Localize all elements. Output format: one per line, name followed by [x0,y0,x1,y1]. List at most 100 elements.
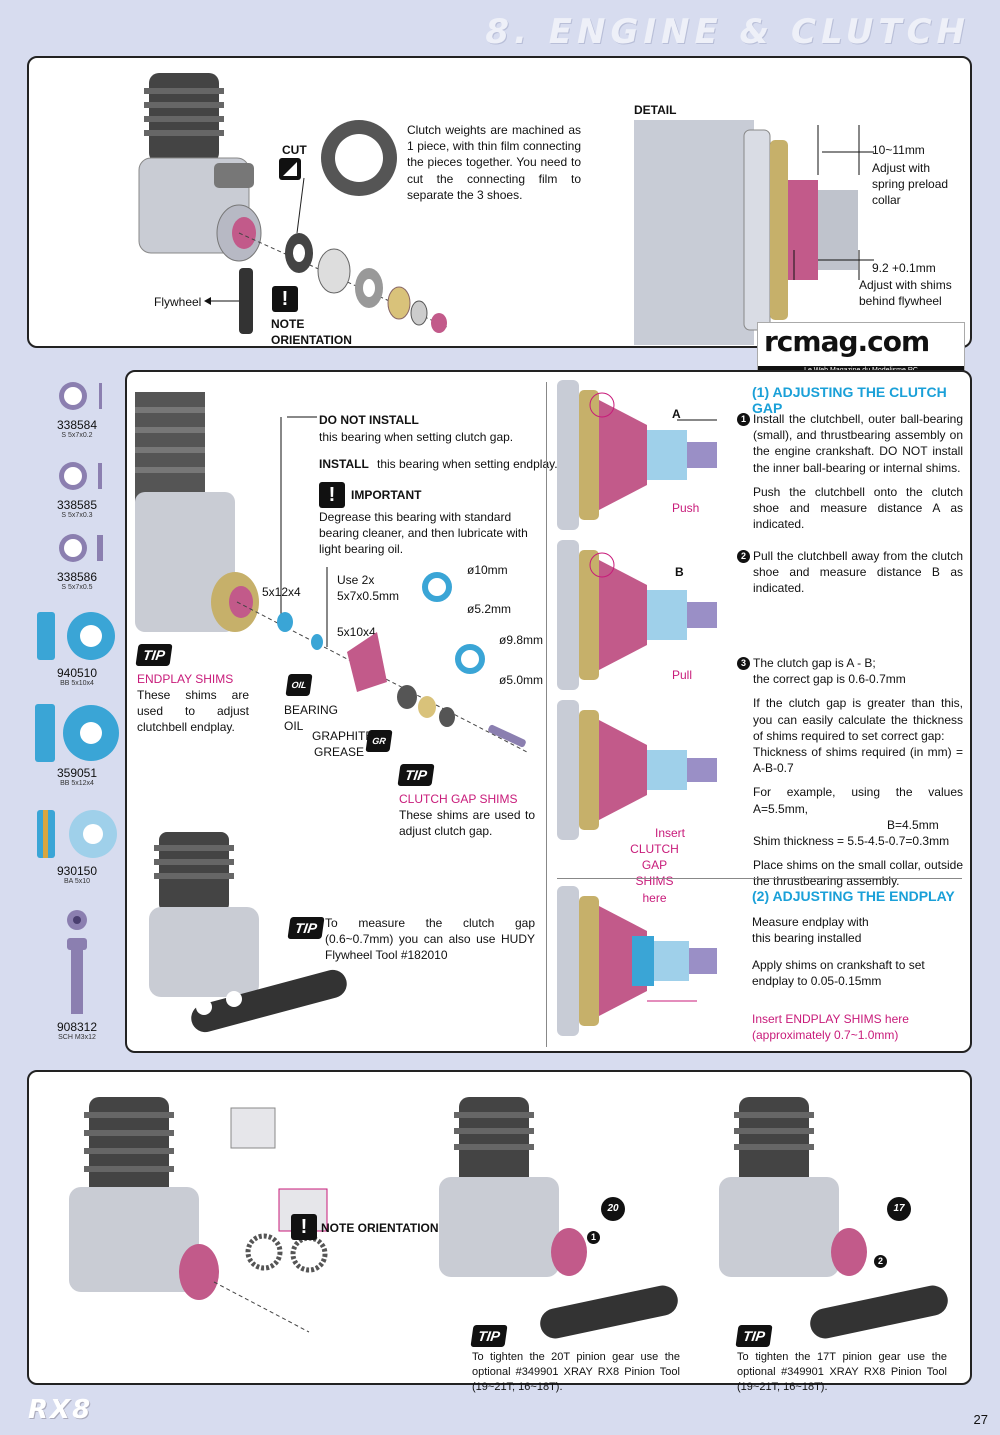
part-338586: 338586 S 5x7x0.5 [27,530,127,591]
engine-with-tool-illustration [149,832,347,1033]
step-3-number: 3 [737,657,750,670]
shim-icon [59,534,103,562]
endplay-shims-text: These shims are used to adjust clutchbel… [137,688,249,735]
do-not-install-label: DO NOT INSTALL [319,413,419,427]
bearing-diameter-10 [422,572,452,602]
insert-label: Insert [655,826,686,840]
thrust-bearing-icon [37,810,117,858]
important-icon: ! [319,482,345,508]
part-940510: 940510 BB 5x10x4 [27,608,127,687]
important-text: Degrease this bearing with standard bear… [319,510,528,557]
endplay-text-2: Apply shims on crankshaft to set endplay… [752,958,925,989]
parts-sidebar: 338584 S 5x7x0.2 338585 S 5x7x0.3 338586… [27,370,127,1050]
leader-lines [280,416,328,647]
gear-badge-17: 17 [887,1197,911,1221]
tip-17t-text: To tighten the 17T pinion gear use the o… [737,1351,947,1393]
step-2-marker: 2 [874,1255,887,1268]
tip-icon: TIP [397,764,435,786]
install-label: INSTALL [319,457,369,471]
cut-label: CUT [282,143,307,157]
bearing-icon [37,612,115,660]
label-b: B [675,565,684,579]
column-divider [546,382,547,1047]
size-5x10x4: 5x10x4 [337,625,376,639]
clutchbell-push-illustration [557,380,717,530]
step-1: 1 Install the clutchbell, outer ball-bea… [737,411,963,532]
label-a: A [672,407,681,421]
dim-d10: ø10mm [467,563,508,577]
flywheel-label: Flywheel [154,295,202,309]
detail-label: DETAIL [634,103,677,117]
part-338584: 338584 S 5x7x0.2 [27,378,127,439]
clutch-weights-note: Clutch weights are machined as 1 piece, … [407,123,581,202]
flywheel-illustration [239,268,253,334]
page-title: 8. ENGINE & CLUTCH [485,12,970,52]
tip-icon: TIP [470,1325,508,1347]
note-orientation-icon: ! [272,286,298,312]
part-930150: 930150 BA 5x10 [27,806,127,885]
hudy-tip-text: To measure the clutch gap (0.6~0.7mm) yo… [325,916,535,963]
dim-9-2-note: Adjust with shims behind flywheel [859,278,952,309]
section-pinion-gear: ! NOTE ORIENTATION 20 1 TIP To tighten t… [27,1070,972,1393]
oil-icon: OIL [285,674,313,696]
section-flywheel-clutch-shoes: CUT Clutch weights are machined as 1 pie… [27,56,972,348]
install-text: this bearing when setting endplay. [377,457,558,471]
clutch-gap-shims-label: CLUTCH GAP SHIMS [399,792,518,806]
tip-20t-text: To tighten the 20T pinion gear use the o… [472,1351,680,1393]
shim-icon [59,382,102,410]
clutchbell-exploded [236,601,528,753]
part-359051: 359051 BB 5x12x4 [27,700,127,787]
pull-label: Pull [672,668,693,682]
endplay-text-1: Measure endplay with this bearing instal… [752,915,869,946]
screw-icon [67,910,87,1014]
adj-endplay-title: (2) ADJUSTING THE ENDPLAY [752,888,955,904]
pinion-detail-illustration [230,1107,328,1273]
push-label: Push [672,501,700,515]
clutch-gap-shims-text: These shims are used to adjust clutch ga… [399,808,535,839]
endplay-illustration [557,886,717,1036]
adj-clutch-title: (1) ADJUSTING THE CLUTCH GAP [752,384,947,416]
part-338585: 338585 S 5x7x0.3 [27,458,127,519]
engine-20t-illustration [439,1097,678,1339]
dim-d50: ø5.0mm [499,673,544,687]
tip-icon: TIP [735,1325,773,1347]
step-3: 3 The clutch gap is A - B; the correct g… [737,655,963,889]
step-1-number: 1 [737,413,750,426]
clutchbell-pull-illustration [557,540,717,690]
bearing-diameter-98 [455,644,485,674]
endplay-shims-label: ENDPLAY SHIMS [137,672,234,686]
gear-badge-20: 20 [601,1197,625,1221]
clutchbell-shims-illustration [557,700,717,840]
graphite-grease-label: GRAPHITE GREASE [312,729,374,760]
bearing-icon [35,704,119,762]
clutch-shoes-exploded [238,120,450,333]
important-label: IMPORTANT [351,488,422,502]
dim-9-2: 9.2 +0.1mm [872,261,936,275]
bearing-oil-label: BEARING OIL [284,703,339,734]
section-clutch-gap: DO NOT INSTALL this bearing when setting… [125,370,972,1053]
step-1-marker: 1 [587,1231,600,1244]
note-orientation-icon: ! [291,1214,317,1240]
flywheel-arrow [204,297,244,305]
engine-illustration [138,73,262,262]
rx8-logo: RX8 [28,1395,93,1425]
part-908312: 908312 SCH M3x12 [27,910,127,1041]
insert-label-2: CLUTCH GAP SHIMS here [630,842,679,905]
page-number: 27 [973,1412,988,1427]
engine-illustration [135,392,259,632]
step-2: 2 Pull the clutchbell away from the clut… [737,548,963,597]
rcmag-watermark: rcmag.com Le Web Magazine du Modelisme R… [757,322,965,376]
size-5x12x4: 5x12x4 [262,585,301,599]
do-not-install-text: this bearing when setting clutch gap. [319,430,514,444]
cut-icon [279,158,301,180]
dim-10-11-note: Adjust with spring preload collar [872,161,949,208]
section-divider [557,878,962,879]
tip-icon: TIP [135,644,173,666]
note-orientation-label: NOTE ORIENTATION [271,317,352,348]
detail-illustration [634,120,874,345]
step-2-number: 2 [737,550,750,563]
rcmag-logo: rcmag.com [764,325,930,358]
engine-17t-illustration [719,1097,948,1339]
tip-icon: TIP [287,917,325,939]
use-2x-note: Use 2x 5x7x0.5mm [337,573,400,604]
